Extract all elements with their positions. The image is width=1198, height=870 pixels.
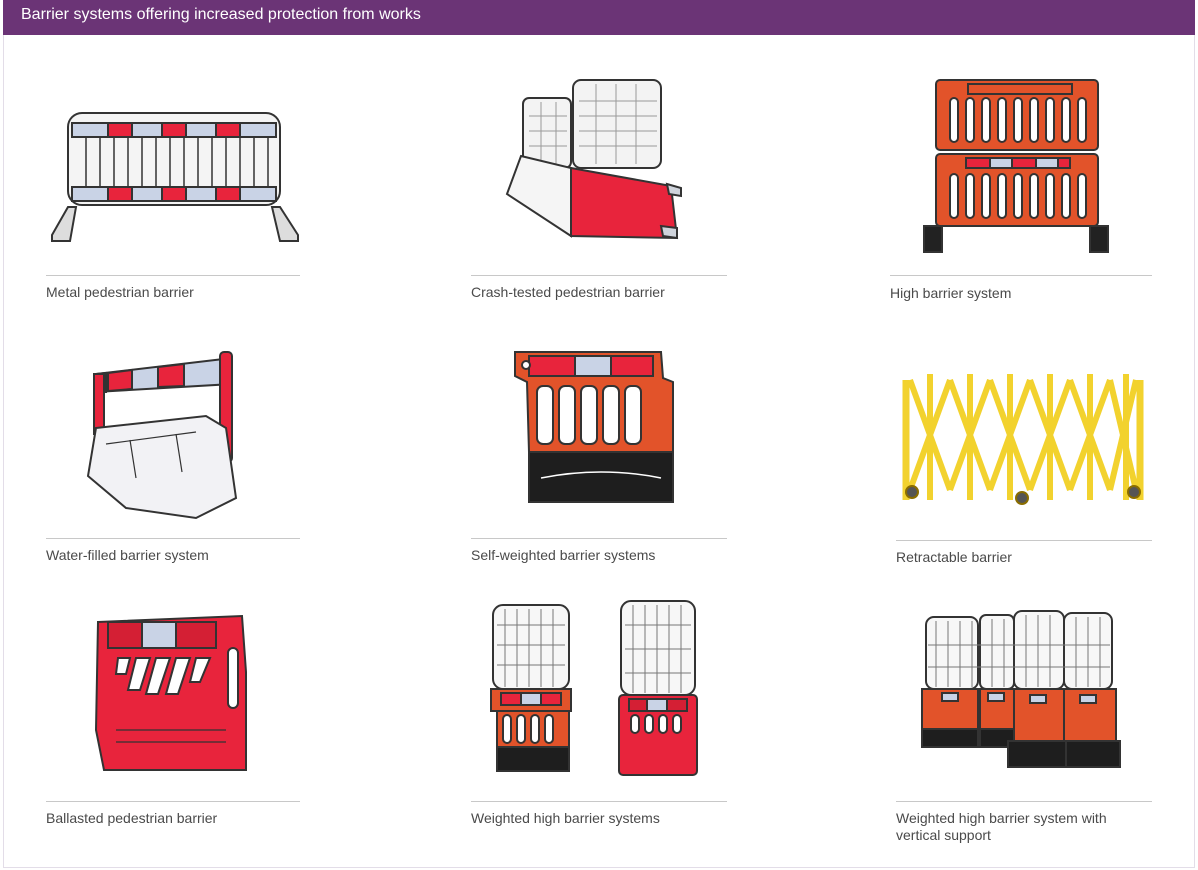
item-label: Ballasted pedestrian barrier [46,810,218,826]
divider [46,275,300,276]
item-label: Crash-tested pedestrian barrier [471,284,665,300]
barrier-card-weighted-high: Weighted high barrier systems [471,595,727,830]
divider [46,801,300,802]
barrier-card-retractable: Retractable barrier [896,360,1152,570]
section-title: Barrier systems offering increased prote… [21,6,421,23]
item-label: Weighted high barrier system with vertic… [896,810,1107,843]
item-label: Weighted high barrier systems [471,810,660,826]
metal-barrier-icon [51,112,299,242]
weighted-high-support-barrier-icon [921,610,1121,768]
weighted-high-barrier-icon [490,600,698,776]
divider [46,538,300,539]
barrier-card-ballasted: Ballasted pedestrian barrier [46,610,300,830]
water-barrier-icon [86,351,238,520]
retractable-barrier-icon [902,374,1144,505]
content-frame [3,0,1195,868]
crash-barrier-icon [505,79,682,240]
high-barrier-icon [923,79,1109,253]
item-label: Metal pedestrian barrier [46,284,194,300]
self-weighted-barrier-icon [514,351,674,503]
divider [471,801,727,802]
divider [896,801,1152,802]
ballasted-barrier-icon [94,614,247,771]
barrier-card-crash-tested: Crash-tested pedestrian barrier [471,76,727,305]
item-label: Self-weighted barrier systems [471,547,656,563]
barrier-card-self-weighted: Self-weighted barrier systems [471,348,727,568]
item-label: High barrier system [890,285,1012,301]
divider [471,538,727,539]
section-header: Barrier systems offering increased prote… [3,0,1195,35]
item-label: Retractable barrier [896,549,1012,565]
divider [890,275,1152,276]
divider [471,275,727,276]
barrier-card-water-filled: Water-filled barrier system [46,348,300,568]
barrier-card-metal: Metal pedestrian barrier [46,95,300,305]
divider [896,540,1152,541]
barrier-card-weighted-high-support: Weighted high barrier system with vertic… [896,605,1152,850]
item-label: Water-filled barrier system [46,547,209,563]
barrier-card-high: High barrier system [890,76,1152,305]
